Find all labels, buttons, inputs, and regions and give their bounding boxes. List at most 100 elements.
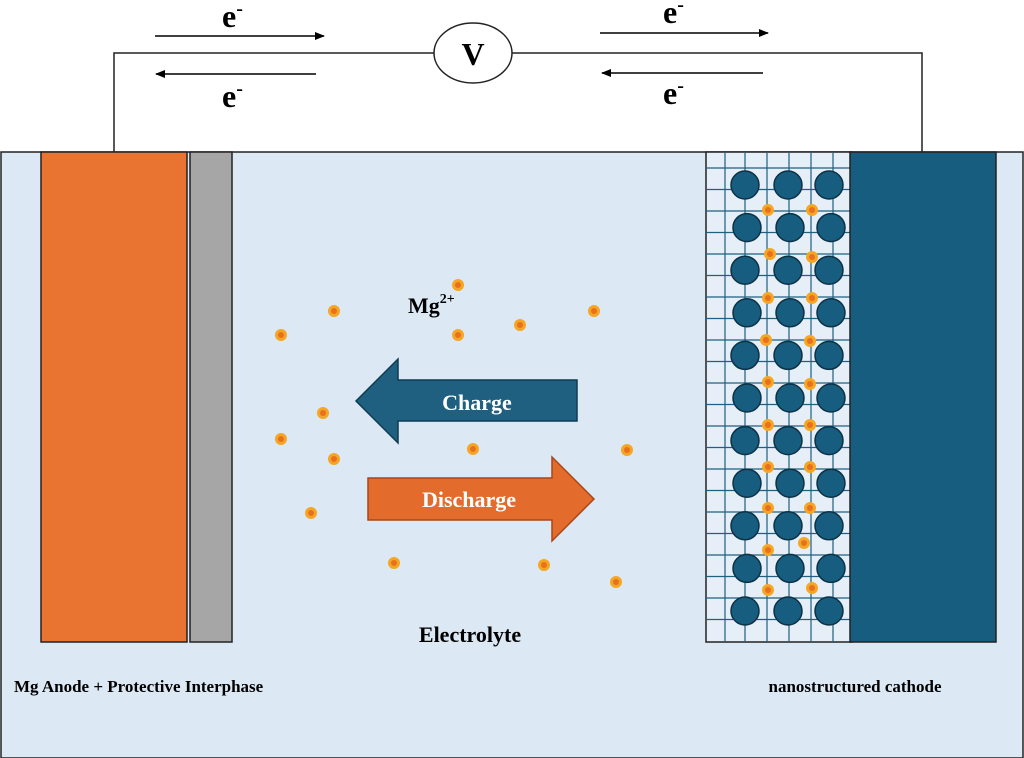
- mg-ion-core: [767, 251, 773, 257]
- lattice-atom: [816, 212, 846, 243]
- electron-labels: e- e- e- e-: [222, 0, 684, 114]
- mg-ion: [621, 444, 633, 456]
- mg-ion: [452, 279, 464, 291]
- electron-label: e-: [222, 0, 243, 34]
- mg-ion: [806, 251, 818, 263]
- mg-ion-core: [455, 332, 461, 338]
- lattice-atom: [775, 383, 805, 413]
- mg-ion-core: [331, 308, 337, 314]
- electron-label: e-: [663, 75, 684, 111]
- lattice-atom: [814, 596, 844, 626]
- lattice-atom: [730, 340, 760, 371]
- lattice-atom: [730, 255, 760, 285]
- lattice-atom: [775, 468, 805, 498]
- mg-ion: [804, 378, 816, 390]
- mg-ion: [762, 376, 774, 388]
- cathode-label: nanostructured cathode: [769, 677, 942, 696]
- mg-ion: [328, 453, 340, 465]
- lattice-atom: [775, 553, 805, 584]
- mg-ion-core: [809, 295, 815, 301]
- electrolyte-label: Electrolyte: [419, 622, 521, 647]
- mg-ion: [804, 419, 816, 431]
- mg-ion-core: [391, 560, 397, 566]
- mg-ion-label: Mg2+: [408, 292, 455, 318]
- mg-ion: [452, 329, 464, 341]
- lattice-atom: [732, 383, 762, 413]
- lattice-atom: [814, 170, 844, 200]
- lattice-atom: [773, 255, 803, 285]
- mg-ion-core: [807, 381, 813, 387]
- mg-ion: [806, 204, 818, 216]
- mg-ion: [467, 443, 479, 455]
- cathode-lattice-atoms: [730, 170, 846, 626]
- lattice-atom: [816, 298, 846, 328]
- mg-ion: [804, 461, 816, 473]
- mg-ion-core: [765, 422, 771, 428]
- lattice-atom: [814, 511, 844, 541]
- mg-ion: [762, 502, 774, 514]
- lattice-atom: [730, 425, 760, 456]
- mg-ion-core: [331, 456, 337, 462]
- mg-ion-core: [541, 562, 547, 568]
- mg-ion-core: [765, 587, 771, 593]
- mg-ion: [388, 557, 400, 569]
- mg-ion-core: [807, 464, 813, 470]
- mg-ion-core: [765, 295, 771, 301]
- mg-ion-core: [765, 207, 771, 213]
- protective-interphase: [189, 151, 233, 643]
- mg-ion-core: [455, 282, 461, 288]
- mg-ion: [275, 433, 287, 445]
- cathode-current-collector: [849, 151, 997, 643]
- mg-ion: [762, 292, 774, 304]
- mg-ion: [762, 204, 774, 216]
- mg-ion-core: [807, 422, 813, 428]
- mg-ion-core: [807, 338, 813, 344]
- mg-ion-core: [801, 540, 807, 546]
- lattice-atom: [730, 511, 760, 541]
- discharge-arrow-shape: [367, 455, 596, 543]
- intercalated-ions: [760, 204, 818, 596]
- mg-ion: [760, 334, 772, 346]
- mg-ion-core: [517, 322, 523, 328]
- right-wire: [512, 52, 923, 152]
- mg-ion: [610, 576, 622, 588]
- electron-label: e-: [663, 0, 684, 30]
- external-circuit: [113, 52, 923, 152]
- lattice-atom: [814, 425, 844, 456]
- mg-ion-core: [320, 410, 326, 416]
- electron-arrows: [155, 29, 769, 78]
- mg-ion: [317, 407, 329, 419]
- lattice-atom: [732, 212, 762, 243]
- mg-ion-core: [278, 332, 284, 338]
- electron-label: e-: [222, 78, 243, 114]
- mg-ion: [538, 559, 550, 571]
- mg-ion-core: [809, 254, 815, 260]
- mg-ion: [762, 419, 774, 431]
- voltmeter-circle: [433, 22, 513, 84]
- lattice-atom: [816, 383, 846, 413]
- nanostructured-cathode: [705, 151, 997, 643]
- voltmeter-label: V: [461, 36, 484, 72]
- free-mg-ions: [275, 279, 633, 588]
- mg-ion: [804, 335, 816, 347]
- lattice-atom: [773, 340, 803, 371]
- lattice-atom: [730, 170, 760, 200]
- mg-ion: [275, 329, 287, 341]
- mg-ion-core: [763, 337, 769, 343]
- lattice-atom: [816, 468, 846, 498]
- discharge-label: Discharge: [422, 487, 516, 512]
- mg-ion-core: [278, 436, 284, 442]
- lattice-atom: [732, 553, 762, 584]
- mg-ion: [806, 292, 818, 304]
- left-wire: [113, 52, 434, 152]
- mg-ion: [798, 537, 810, 549]
- mg-ion-core: [809, 585, 815, 591]
- mg-ion-core: [765, 464, 771, 470]
- mg-ion: [305, 507, 317, 519]
- mg-ion: [762, 584, 774, 596]
- mg-ion-core: [613, 579, 619, 585]
- mg-ion-core: [765, 547, 771, 553]
- mg-anode: [40, 151, 188, 643]
- lattice-atom: [730, 596, 760, 626]
